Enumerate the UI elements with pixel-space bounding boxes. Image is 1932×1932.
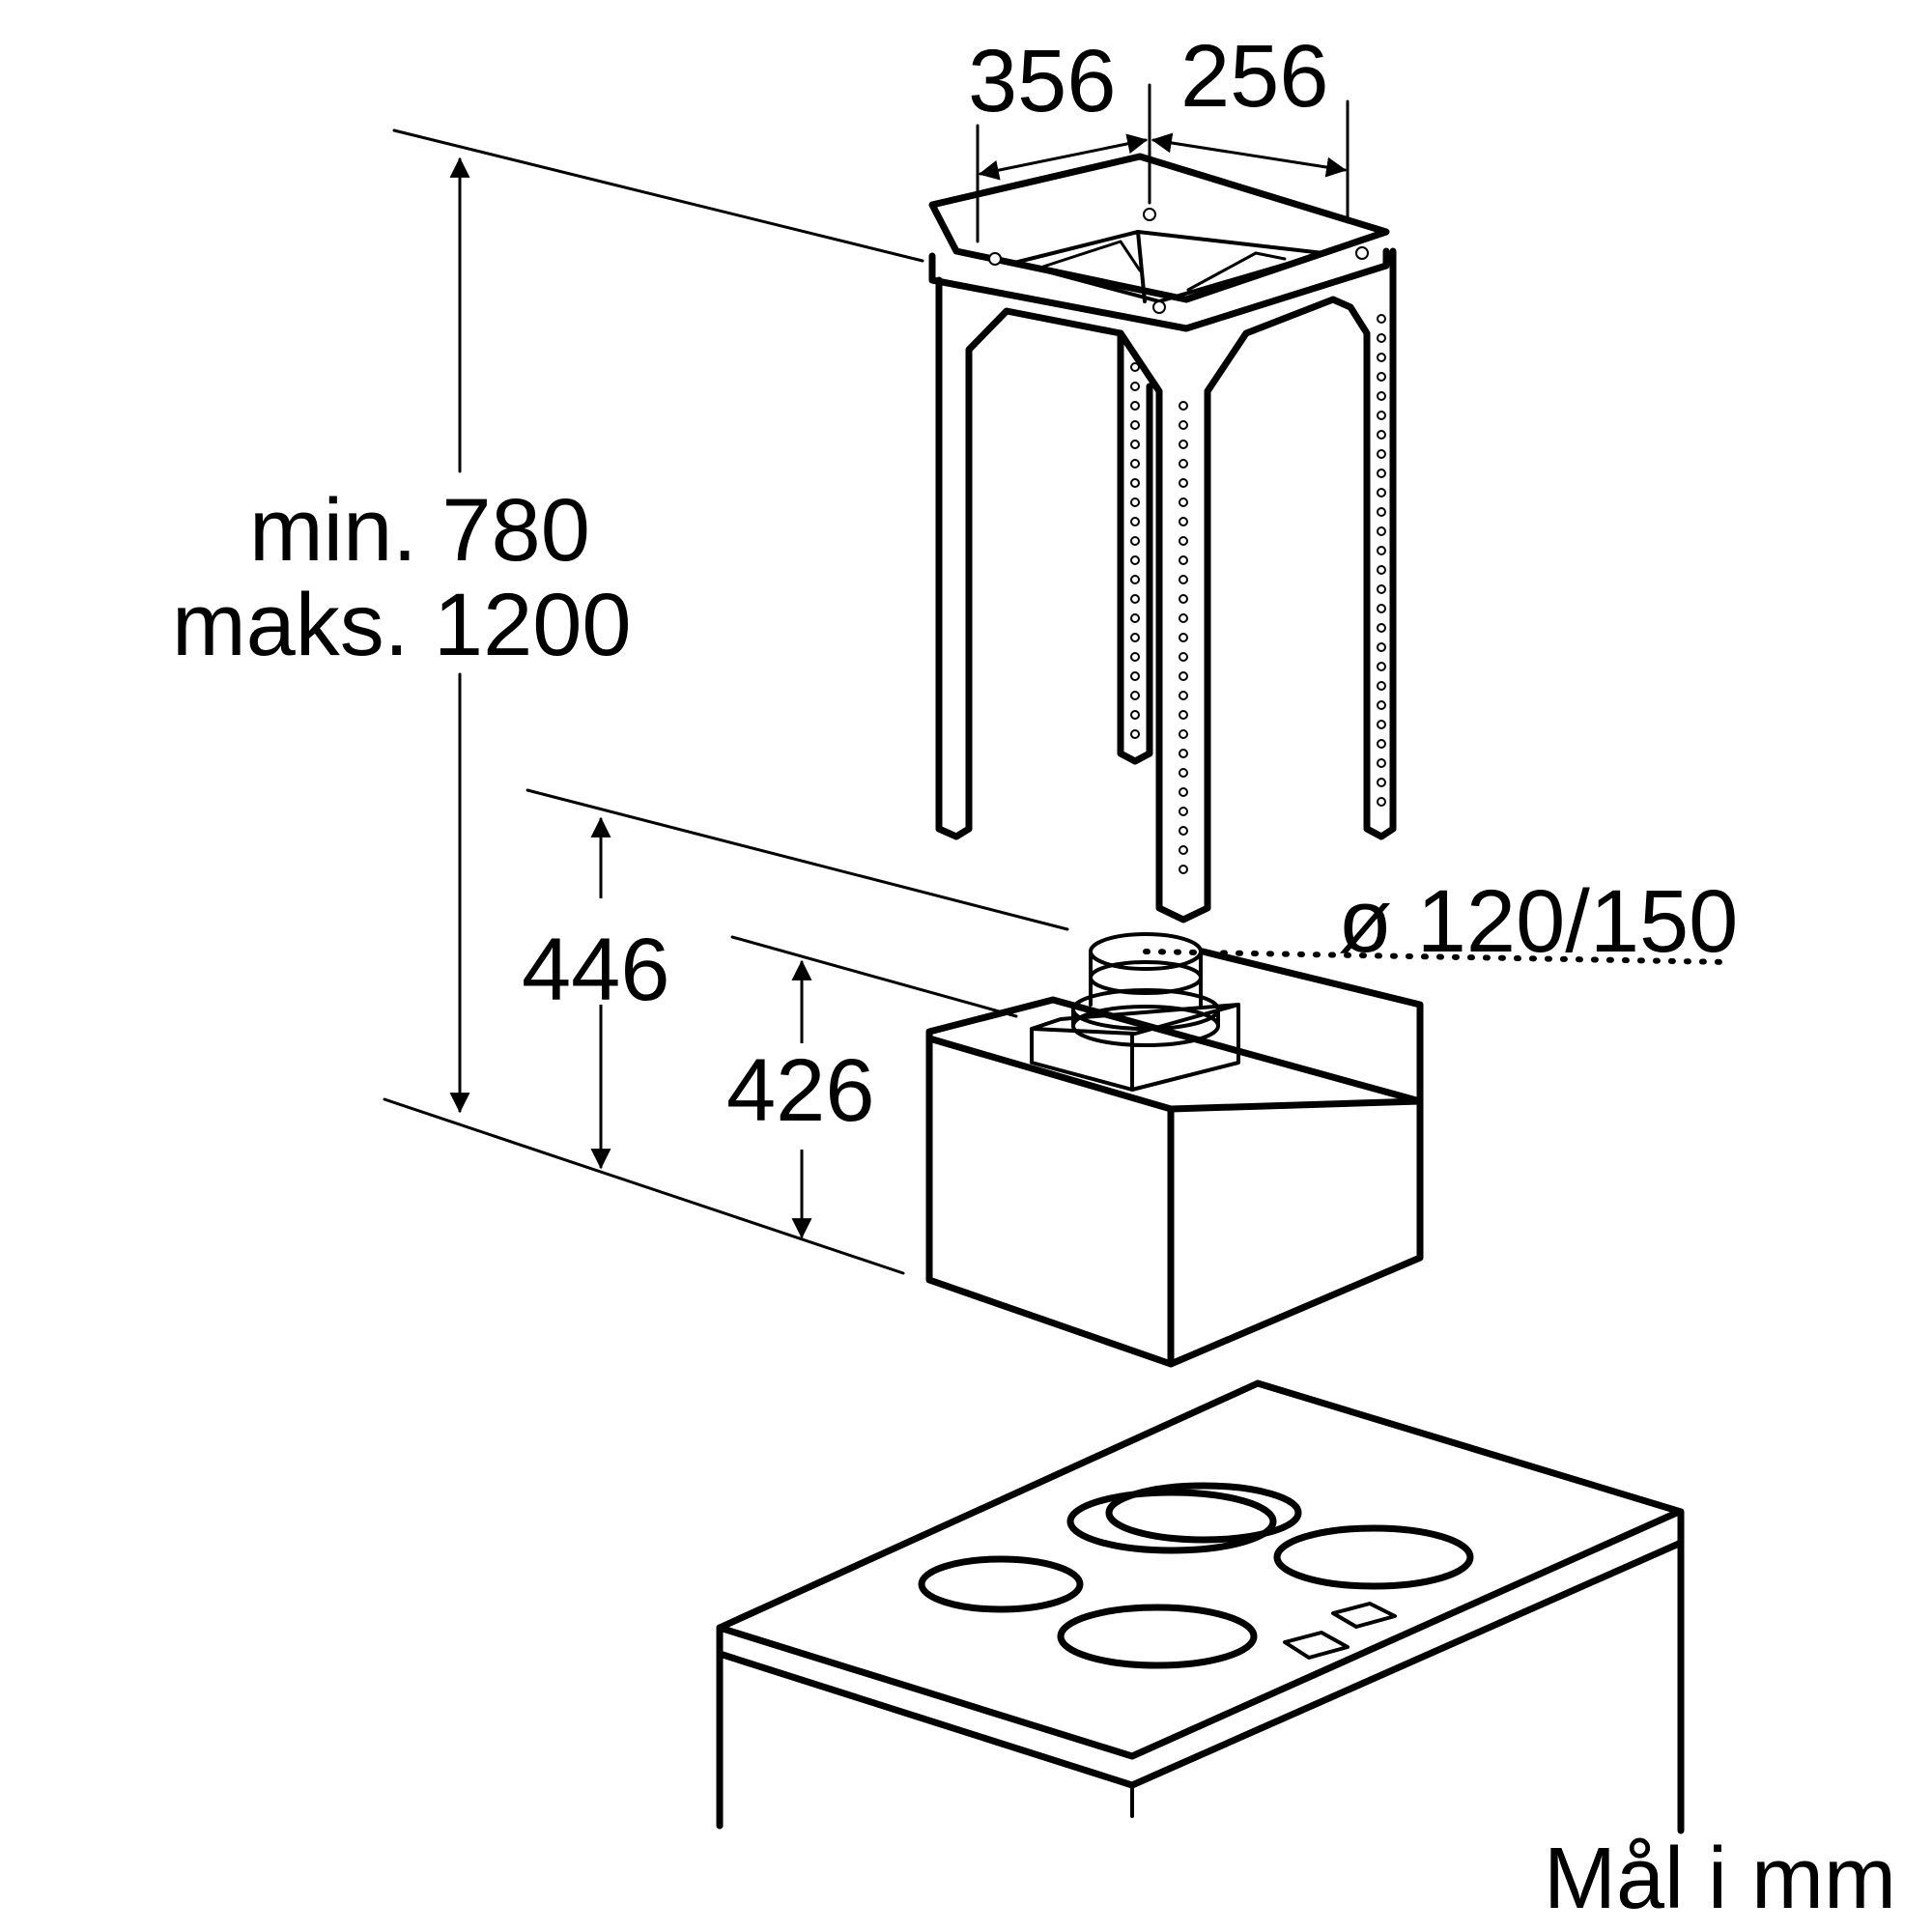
units-note: Mål i mm bbox=[1544, 1831, 1896, 1927]
mounting-frame bbox=[928, 153, 1397, 923]
box-height-dimensions: 446 426 bbox=[522, 788, 1069, 1239]
duct-diameter-callout: ø 120/150 bbox=[1143, 872, 1738, 971]
leg-holes bbox=[1130, 314, 1386, 874]
duct-diameter-label: ø 120/150 bbox=[1338, 872, 1738, 971]
dimension-426-label: 426 bbox=[726, 1041, 875, 1140]
height-max-label: maks. 1200 bbox=[172, 576, 632, 674]
cooktop-island bbox=[716, 1379, 1685, 1834]
height-min-label: min. 780 bbox=[249, 481, 590, 580]
top-width-dimensions: 356 256 bbox=[968, 27, 1350, 243]
dimension-356-label: 356 bbox=[968, 32, 1117, 130]
dimension-256-label: 256 bbox=[1180, 27, 1329, 126]
dimension-446-label: 446 bbox=[522, 921, 670, 1019]
hood-body bbox=[925, 932, 1424, 1368]
overall-height-dimension: min. 780 maks. 1200 bbox=[172, 128, 924, 1275]
